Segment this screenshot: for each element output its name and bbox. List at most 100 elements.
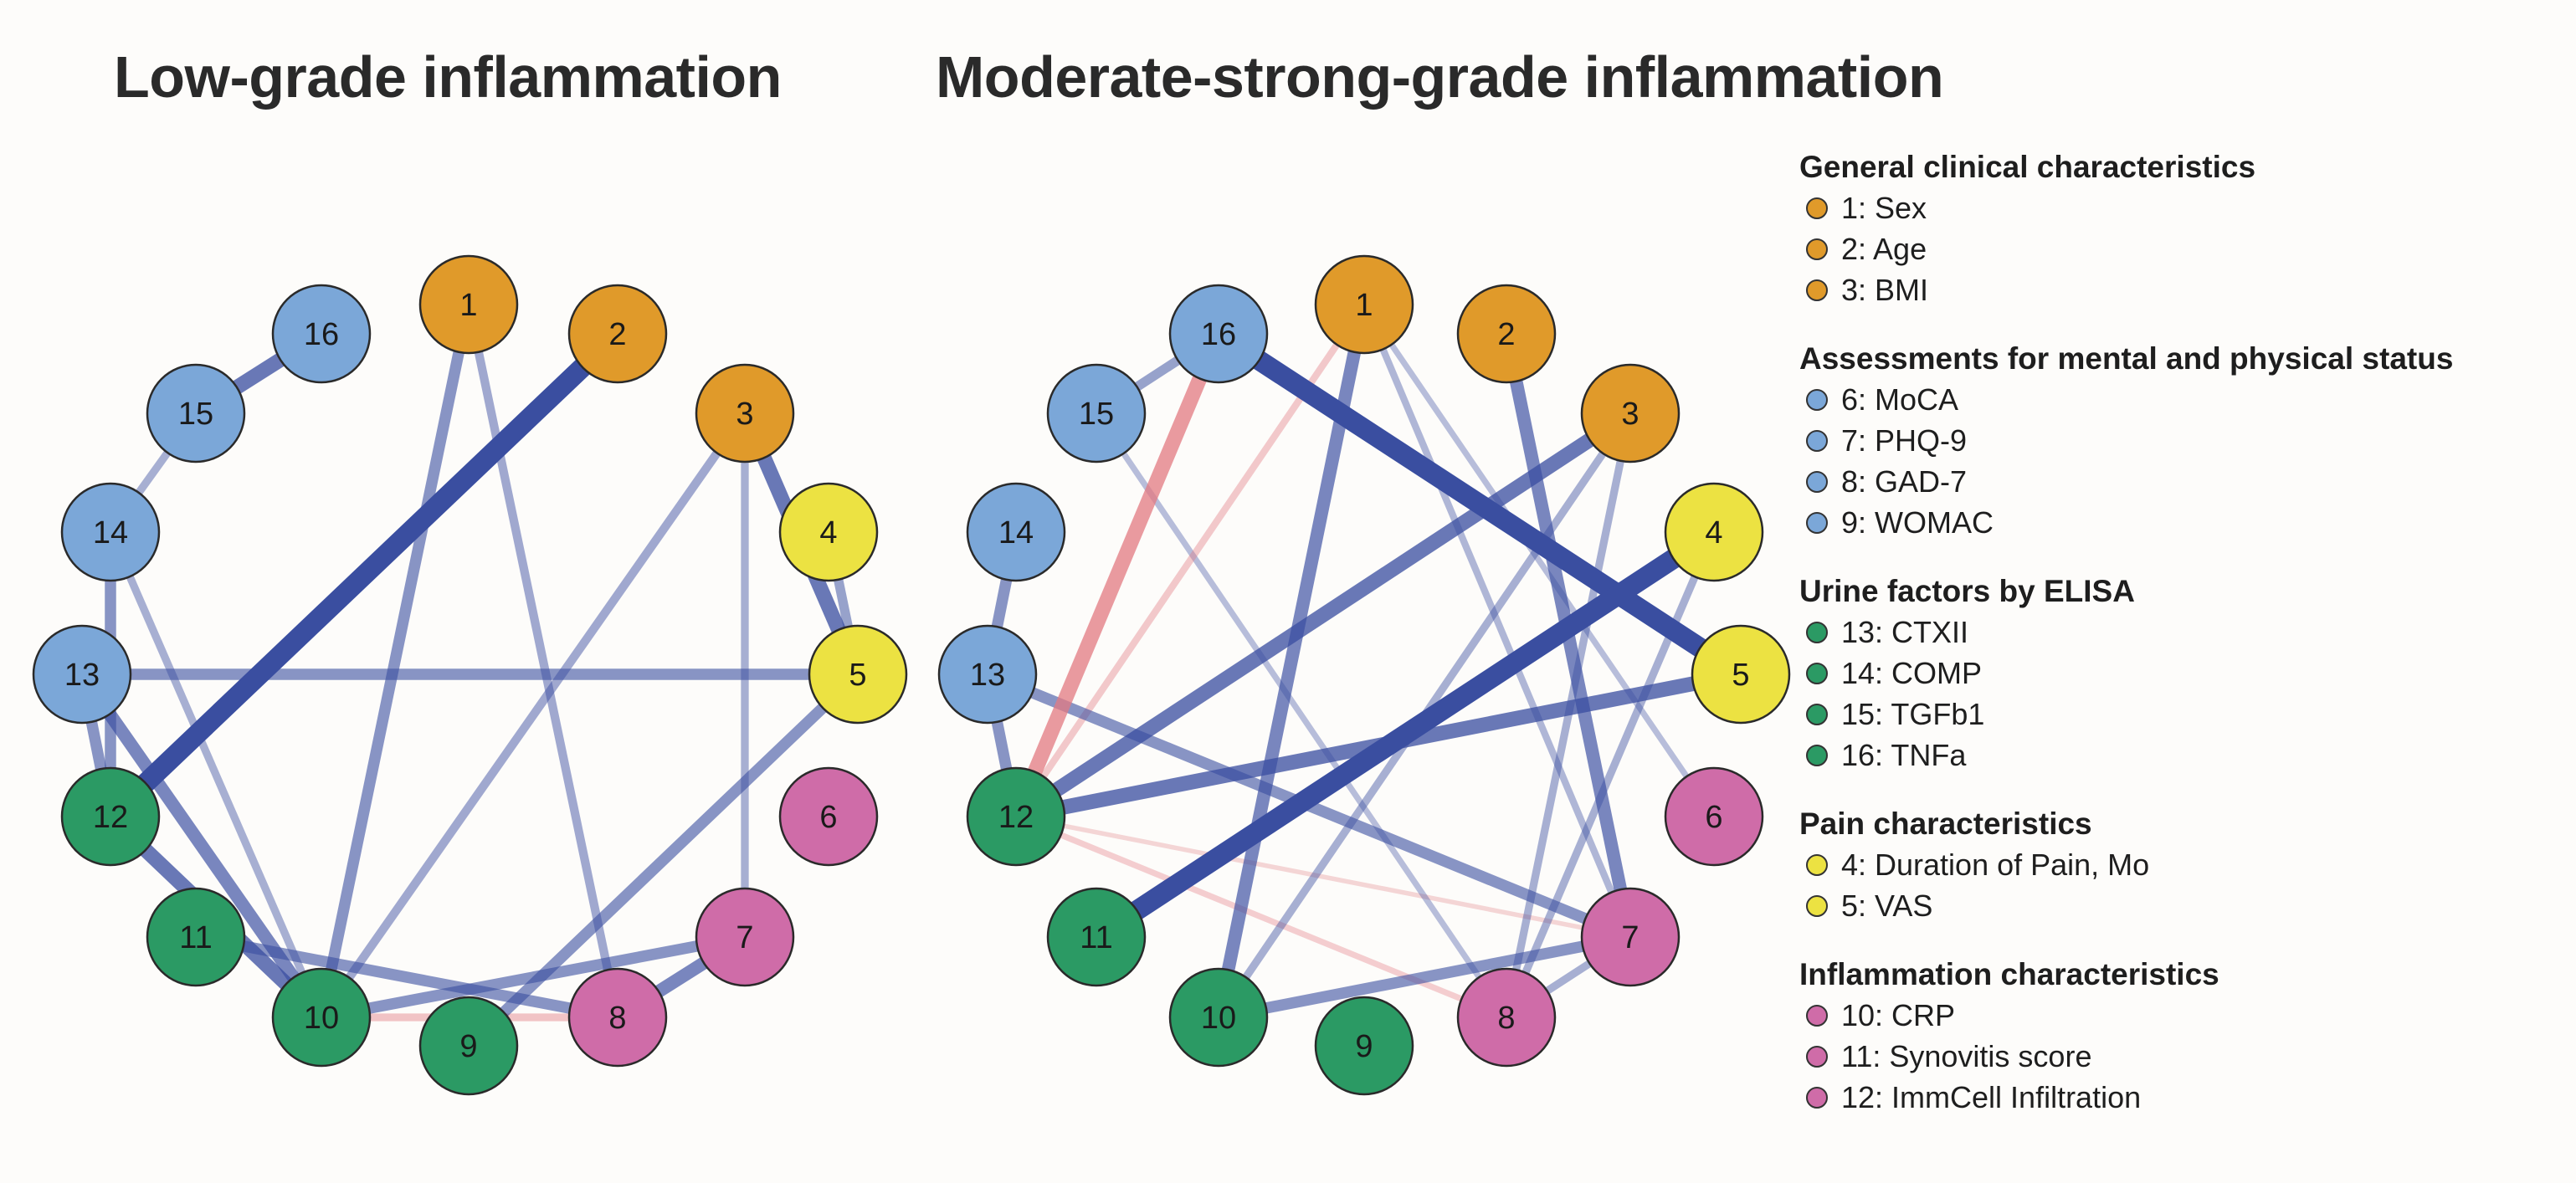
legend-item: 10: CRP xyxy=(1799,995,2576,1036)
legend-item: 7: PHQ-9 xyxy=(1799,420,2576,461)
legend-label: 9: WOMAC xyxy=(1841,505,1994,540)
node-16: 16 xyxy=(1168,284,1269,384)
node-label: 7 xyxy=(736,920,753,955)
node-11: 11 xyxy=(146,887,246,987)
edge-10-7 xyxy=(1217,931,1632,1023)
edge-2-12 xyxy=(103,326,625,824)
node-label: 13 xyxy=(64,658,100,693)
node-circle xyxy=(567,967,668,1068)
legend-label: 15: TGFb1 xyxy=(1841,697,1985,731)
legend-dot-icon xyxy=(1806,894,1828,917)
legend-label: 4: Duration of Pain, Mo xyxy=(1841,848,2150,882)
node-circle xyxy=(966,766,1066,867)
title-moderate-strong-grade: Moderate-strong-grade inflammation xyxy=(936,44,1944,110)
node-label: 15 xyxy=(1079,397,1114,432)
legend-label: 12: ImmCell Infiltration xyxy=(1841,1080,2142,1114)
node-circle xyxy=(1664,766,1764,867)
legend-dot-icon xyxy=(1806,853,1828,876)
node-circle xyxy=(1456,284,1557,384)
legend-dot-icon xyxy=(1806,662,1828,684)
edge-15-8 xyxy=(1094,411,1509,1020)
node-circle xyxy=(1691,624,1791,725)
legend-label: 8: GAD-7 xyxy=(1841,464,1968,499)
edge-5-9 xyxy=(464,670,862,1050)
node-label: 3 xyxy=(1621,397,1639,432)
node-label: 6 xyxy=(819,800,837,835)
legend-item: 15: TGFb1 xyxy=(1799,694,2576,735)
legend-item: 12: ImmCell Infiltration xyxy=(1799,1077,2576,1118)
node-circle xyxy=(60,766,161,867)
node-6: 6 xyxy=(778,766,879,867)
node-13: 13 xyxy=(937,624,1038,725)
node-circle xyxy=(1168,967,1269,1068)
node-label: 3 xyxy=(736,397,753,432)
node-circle xyxy=(1580,887,1681,987)
legend-item: 11: Synovitis score xyxy=(1799,1036,2576,1077)
legend-heading: General clinical characteristics xyxy=(1799,150,2256,184)
title-low-grade: Low-grade inflammation xyxy=(114,44,782,110)
node-8: 8 xyxy=(567,967,668,1068)
node-label: 8 xyxy=(1497,1001,1515,1036)
node-label: 12 xyxy=(93,800,128,835)
legend-label: 3: BMI xyxy=(1841,273,1929,307)
node-9: 9 xyxy=(418,996,519,1096)
legend-label: 5: VAS xyxy=(1841,889,1933,923)
edge-12-8 xyxy=(1014,813,1508,1021)
legend-dot-icon xyxy=(1806,1004,1828,1027)
node-label: 10 xyxy=(304,1001,339,1036)
edge-1-8 xyxy=(464,303,623,1019)
node-circle xyxy=(1580,363,1681,463)
legend-dot-icon xyxy=(1806,511,1828,534)
legend-group: Pain characteristics 4: Duration of Pain,… xyxy=(1799,804,2576,926)
node-circle xyxy=(60,482,161,582)
node-6: 6 xyxy=(1664,766,1764,867)
node-4: 4 xyxy=(1664,482,1764,582)
legend-dot-icon xyxy=(1806,621,1828,643)
node-label: 16 xyxy=(1201,317,1236,352)
node-15: 15 xyxy=(1046,363,1147,463)
node-11: 11 xyxy=(1046,887,1147,987)
node-circle xyxy=(418,996,519,1096)
node-label: 6 xyxy=(1705,800,1722,835)
legend-heading: Pain characteristics xyxy=(1799,807,2092,841)
node-14: 14 xyxy=(60,482,161,582)
node-circle xyxy=(1664,482,1764,582)
node-circle xyxy=(146,363,246,463)
legend-label: 11: Synovitis score xyxy=(1841,1039,2092,1073)
edge-12-3 xyxy=(1012,407,1634,823)
node-label: 11 xyxy=(179,920,212,955)
legend-label: 16: TNFa xyxy=(1841,738,1967,772)
node-circle xyxy=(937,624,1038,725)
legend-item: 16: TNFa xyxy=(1799,735,2576,776)
node-circle xyxy=(567,284,668,384)
legend-dot-icon xyxy=(1806,470,1828,493)
node-label: 12 xyxy=(998,800,1034,835)
legend-dot-icon xyxy=(1806,703,1828,725)
edge-13-10 xyxy=(76,670,327,1022)
edge-1-10 xyxy=(316,303,475,1019)
node-label: 5 xyxy=(849,658,866,693)
node-label: 9 xyxy=(1355,1029,1373,1064)
edge-12-7 xyxy=(1015,814,1631,940)
legend-dot-icon xyxy=(1806,197,1828,219)
legend-dot-icon xyxy=(1806,1045,1828,1068)
node-circle xyxy=(778,482,879,582)
legend-item: 4: Duration of Pain, Mo xyxy=(1799,844,2576,885)
edge-11-8 xyxy=(194,931,619,1023)
node-circle xyxy=(695,887,795,987)
legend-label: 2: Age xyxy=(1841,232,1927,266)
node-circle xyxy=(1046,887,1147,987)
edge-10-7 xyxy=(320,931,747,1023)
node-label: 1 xyxy=(1355,288,1373,323)
legend-heading: Assessments for mental and physical stat… xyxy=(1799,341,2454,376)
node-label: 11 xyxy=(1080,920,1112,955)
node-1: 1 xyxy=(418,254,519,355)
node-16: 16 xyxy=(271,284,372,384)
legend-label: 13: CTXII xyxy=(1841,615,1969,649)
node-label: 8 xyxy=(608,1001,626,1036)
node-3: 3 xyxy=(1580,363,1681,463)
legend-item: 6: MoCA xyxy=(1799,379,2576,420)
